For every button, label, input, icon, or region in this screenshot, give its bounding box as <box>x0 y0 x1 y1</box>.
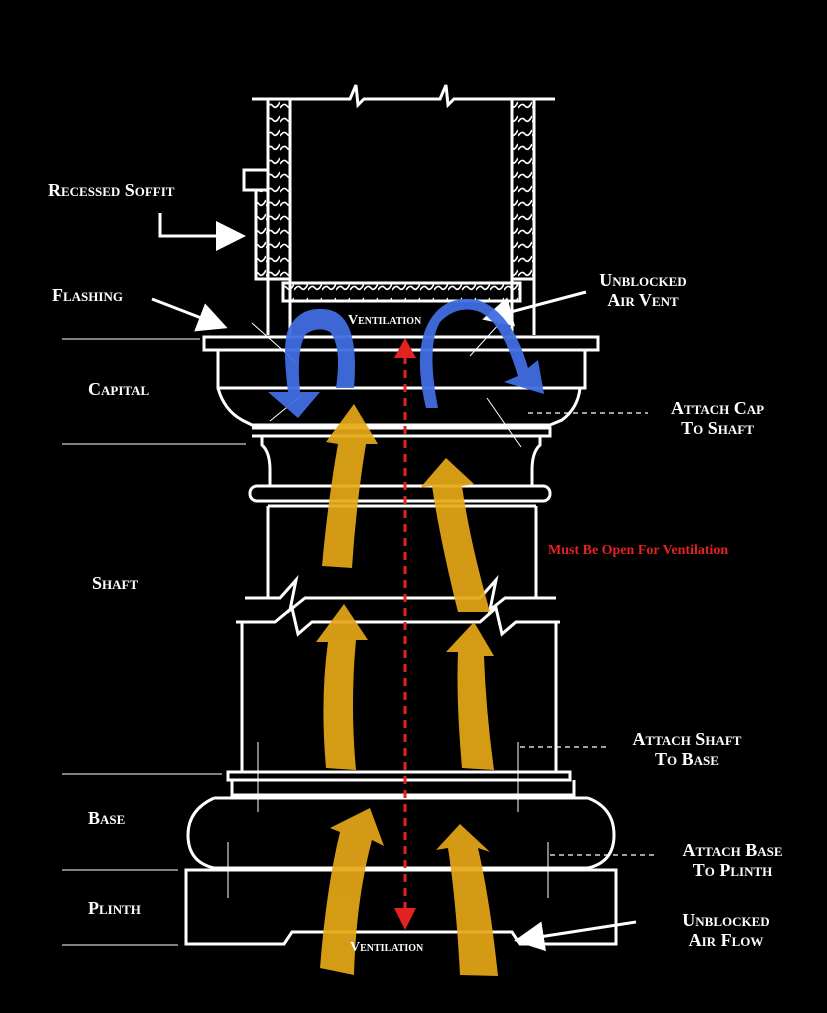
label-attach-shaft-line2: To Base <box>655 749 719 769</box>
label-ventilation-top: Ventilation <box>348 313 422 328</box>
label-attach-base-to-plinth: Attach Base To Plinth <box>660 840 805 880</box>
soffit-beam <box>242 84 555 335</box>
leader-dashed <box>520 412 655 856</box>
attachment-lines <box>227 322 549 898</box>
label-shaft: Shaft <box>92 573 139 593</box>
label-recessed-soffit: Recessed Soffit <box>48 180 175 200</box>
ventilation-axis <box>394 338 416 930</box>
label-ventilation-bottom: Ventilation <box>350 940 424 955</box>
base-shape <box>186 770 616 870</box>
label-base: Base <box>88 808 126 828</box>
label-plinth: Plinth <box>88 898 141 918</box>
label-unblocked-air-flow: Unblocked Air Flow <box>656 910 796 950</box>
label-unblocked-air-vent: Unblocked Air Vent <box>578 270 708 310</box>
cool-air-arrows <box>268 298 544 418</box>
label-attach-cap-line1: Attach Cap <box>670 398 765 418</box>
pointer-arrows <box>151 213 637 952</box>
label-attach-shaft-line1: Attach Shaft <box>632 729 742 749</box>
capital-shape <box>202 335 600 486</box>
shaft-shape <box>236 484 560 772</box>
label-attach-cap-to-shaft: Attach Cap To Shaft <box>650 398 785 438</box>
label-must-be-open: Must Be Open For Ventilation <box>548 543 729 558</box>
label-unblocked-air-flow-line1: Unblocked <box>682 910 770 930</box>
label-unblocked-air-vent-line2: Air Vent <box>607 290 679 310</box>
label-attach-shaft-to-base: Attach Shaft To Base <box>612 729 762 769</box>
plinth-shape <box>184 868 618 946</box>
label-unblocked-air-vent-line1: Unblocked <box>599 270 687 290</box>
section-dividers <box>62 338 246 946</box>
label-capital: Capital <box>88 379 150 399</box>
label-unblocked-air-flow-line2: Air Flow <box>688 930 764 950</box>
label-attach-base-line2: To Plinth <box>692 860 773 880</box>
label-flashing: Flashing <box>52 285 123 305</box>
label-attach-base-line1: Attach Base <box>682 840 783 860</box>
label-attach-cap-line2: To Shaft <box>681 418 754 438</box>
warm-air-arrows <box>316 404 498 976</box>
